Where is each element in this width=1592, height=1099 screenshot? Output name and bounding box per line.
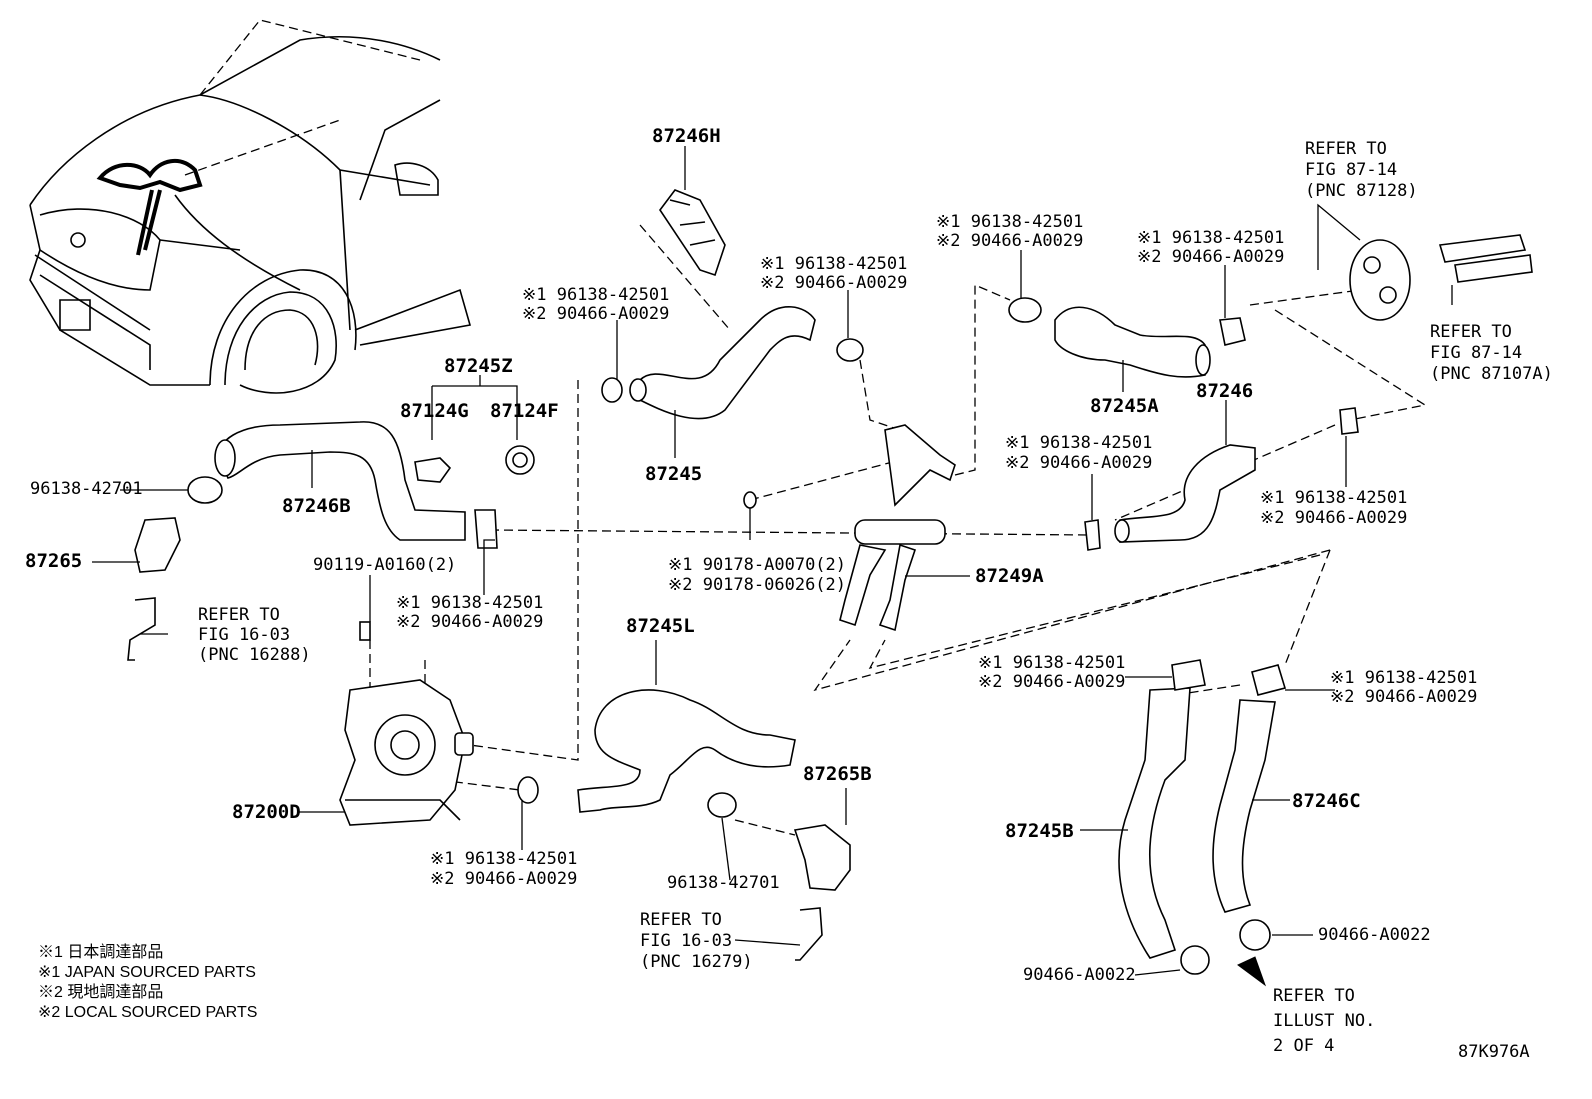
clip-labels: ※1 96138-42501 ※2 90466-A0029 ※1 96138-4… [396, 212, 1477, 889]
part-87245-hose [629, 306, 816, 420]
legend: ※1 日本調達部品 ※1 JAPAN SOURCED PARTS ※2 現地調達… [38, 943, 257, 1021]
part-87246H-shape [659, 189, 726, 277]
clip-label-j2: ※2 90466-A0029 [396, 612, 543, 632]
part-labels: 87246H 87245Z 87124G 87124F 87246B 87245… [25, 125, 1431, 985]
clip-label-j2: ※2 90466-A0029 [1330, 687, 1477, 707]
part-87246-hose [1114, 444, 1256, 543]
part-87245A-hose [1054, 306, 1211, 378]
label-87124G: 87124G [400, 400, 469, 422]
clip-label-j1: ※1 96138-42501 [1137, 228, 1284, 248]
figure-id: 87K976A [1458, 1042, 1530, 1062]
label-87124F: 87124F [490, 400, 559, 422]
label-96138-42701-a: 96138-42701 [30, 479, 143, 499]
ref-pnc: (PNC 87128) [1305, 181, 1418, 201]
legend-line-3: ※2 現地調達部品 [38, 983, 163, 1001]
clip-label-j2: ※2 90466-A0029 [936, 231, 1083, 251]
clip-label-j2: ※2 90466-A0029 [1137, 247, 1284, 267]
ref-text: REFER TO [1305, 139, 1387, 159]
label-90466-A0022-a: 90466-A0022 [1023, 965, 1136, 985]
clip-label-j1: ※1 96138-42501 [936, 212, 1083, 232]
clip-label-j2: ※2 90466-A0029 [522, 304, 669, 324]
label-87246H: 87246H [652, 125, 721, 147]
clip-label-j1: ※1 96138-42501 [1005, 433, 1152, 453]
label-87265: 87265 [25, 550, 82, 572]
label-90466-A0022-b: 90466-A0022 [1318, 925, 1431, 945]
part-87200D-pump [339, 621, 474, 826]
ref-fig: FIG 87-14 [1430, 343, 1522, 363]
label-87246C: 87246C [1292, 790, 1361, 812]
label-87246: 87246 [1196, 380, 1253, 402]
misc-clamps [601, 297, 1359, 551]
label-87245B: 87245B [1005, 820, 1074, 842]
label-87245Z: 87245Z [444, 355, 513, 377]
label-87245A: 87245A [1090, 395, 1159, 417]
ref-text: REFER TO [198, 605, 280, 625]
leader-lines [92, 146, 1453, 976]
ref-pnc: (PNC 16279) [640, 952, 753, 972]
ref-pnc: (PNC 16288) [198, 645, 311, 665]
ref-fig: FIG 87-14 [1305, 160, 1397, 180]
legend-line-2: ※1 JAPAN SOURCED PARTS [38, 964, 256, 981]
legend-line-1: ※1 日本調達部品 [38, 943, 163, 961]
label-96138-42701-b: 96138-42701 [667, 873, 780, 893]
ref-text: REFER TO [640, 910, 722, 930]
part-87265B-sensor [517, 776, 851, 961]
ref-text: REFER TO [1273, 986, 1355, 1006]
label-87265B: 87265B [803, 763, 872, 785]
ref-text: REFER TO [1430, 322, 1512, 342]
part-87249A-pipe [743, 424, 956, 632]
clip-label-g1: ※1 90178-A0070(2) [668, 555, 846, 575]
clip-label-j1: ※1 96138-42501 [1260, 488, 1407, 508]
part-87265-sensor [127, 517, 181, 661]
label-87200D: 87200D [232, 801, 301, 823]
ref-illust-page: 2 OF 4 [1273, 1036, 1334, 1056]
clip-label-j1: ※1 96138-42501 [430, 849, 577, 869]
clip-label-j1: ※1 96138-42501 [396, 593, 543, 613]
clip-label-j1: ※1 96138-42501 [760, 254, 907, 274]
part-87246C-hose [1212, 664, 1287, 951]
part-87245B-hose [1118, 659, 1210, 975]
clip-label-j2: ※2 90466-A0029 [430, 869, 577, 889]
clip-label-j1: ※1 96138-42501 [522, 285, 669, 305]
ref-illust: ILLUST NO. [1273, 1011, 1375, 1031]
vehicle-illustration [29, 19, 472, 394]
clip-label-j2: ※2 90466-A0029 [978, 672, 1125, 692]
clip-label-j1: ※1 96138-42501 [978, 653, 1125, 673]
label-87249A: 87249A [975, 565, 1044, 587]
label-87245: 87245 [645, 463, 702, 485]
clamp-87124-set [187, 445, 535, 549]
label-90119: 90119-A0160(2) [313, 555, 456, 575]
reference-notes: REFER TO FIG 16-03 (PNC 16288) REFER TO … [198, 139, 1553, 1056]
refer-arrow-icon [1237, 956, 1267, 987]
legend-line-4: ※2 LOCAL SOURCED PARTS [38, 1004, 257, 1021]
ref-fig: FIG 16-03 [640, 931, 732, 951]
clip-label-j2: ※2 90466-A0029 [1005, 453, 1152, 473]
label-87245L: 87245L [626, 615, 695, 637]
label-87246B: 87246B [282, 495, 351, 517]
ref-pnc: (PNC 87107A) [1430, 364, 1553, 384]
part-grommet [1349, 234, 1533, 321]
ref-fig: FIG 16-03 [198, 625, 290, 645]
part-87246B-hose [214, 421, 466, 541]
part-87245L-hose [577, 689, 796, 813]
clip-label-j2: ※2 90466-A0029 [1260, 508, 1407, 528]
clip-label-j1: ※1 96138-42501 [1330, 668, 1477, 688]
clip-label-j2: ※2 90466-A0029 [760, 273, 907, 293]
clip-label-g2: ※2 90178-06026(2) [668, 575, 846, 595]
